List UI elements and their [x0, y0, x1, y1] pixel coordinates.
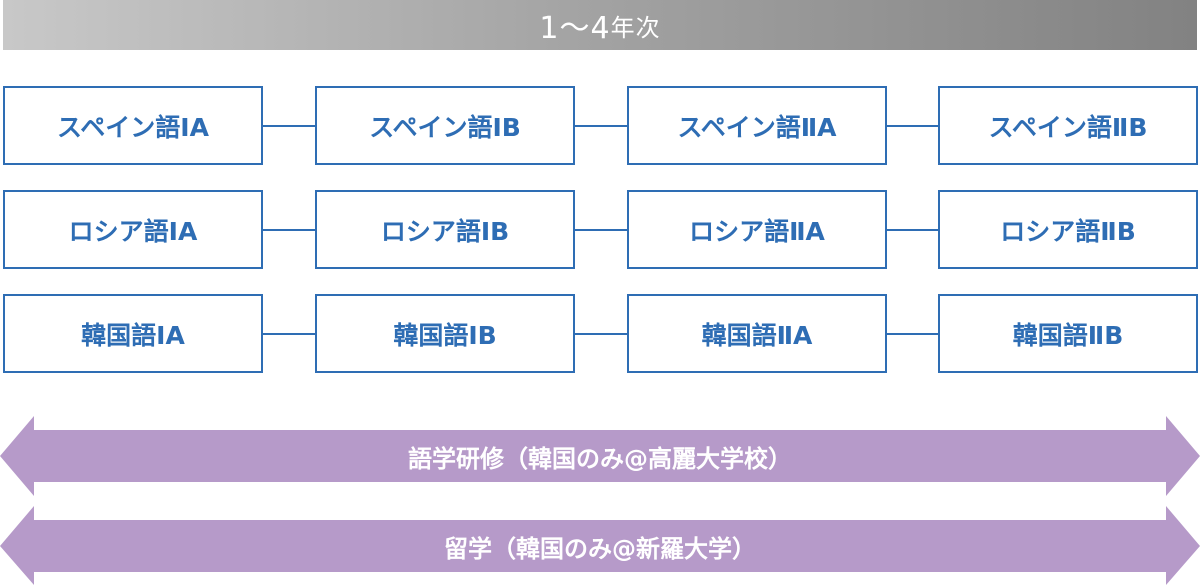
connector-line: [575, 229, 627, 231]
course-grid: スペイン語ⅠA スペイン語ⅠB スペイン語ⅡA スペイン語ⅡB ロシア語ⅠA ロ…: [3, 86, 1198, 373]
course-box-korean-2b: 韓国語ⅡB: [938, 294, 1198, 373]
double-arrow-shape: [0, 416, 1200, 496]
course-box-russian-1b: ロシア語ⅠB: [315, 190, 575, 269]
connector-line: [887, 229, 939, 231]
year-suffix-label: 年次: [610, 13, 661, 42]
course-box-spanish-2b: スペイン語ⅡB: [938, 86, 1198, 165]
year-range-label: 1〜4: [539, 11, 611, 46]
connector-line: [575, 125, 627, 127]
course-box-russian-1a: ロシア語ⅠA: [3, 190, 263, 269]
connector-line: [263, 333, 315, 335]
double-arrow-shape: [0, 506, 1200, 585]
language-training-arrow: 語学研修（韓国のみ@高麗大学校）: [0, 416, 1200, 496]
study-abroad-label: 留学（韓国のみ@新羅大学）: [444, 534, 756, 563]
language-training-label: 語学研修（韓国のみ@高麗大学校）: [408, 444, 792, 473]
course-box-korean-2a: 韓国語ⅡA: [627, 294, 887, 373]
course-box-korean-1a: 韓国語ⅠA: [3, 294, 263, 373]
connector-line: [263, 125, 315, 127]
course-box-spanish-1a: スペイン語ⅠA: [3, 86, 263, 165]
course-box-korean-1b: 韓国語ⅠB: [315, 294, 575, 373]
course-box-spanish-2a: スペイン語ⅡA: [627, 86, 887, 165]
course-box-spanish-1b: スペイン語ⅠB: [315, 86, 575, 165]
course-box-russian-2a: ロシア語ⅡA: [627, 190, 887, 269]
connector-line: [887, 125, 939, 127]
connector-line: [263, 229, 315, 231]
study-abroad-arrow: 留学（韓国のみ@新羅大学）: [0, 506, 1200, 586]
connector-line: [887, 333, 939, 335]
connector-line: [575, 333, 627, 335]
course-box-russian-2b: ロシア語ⅡB: [938, 190, 1198, 269]
